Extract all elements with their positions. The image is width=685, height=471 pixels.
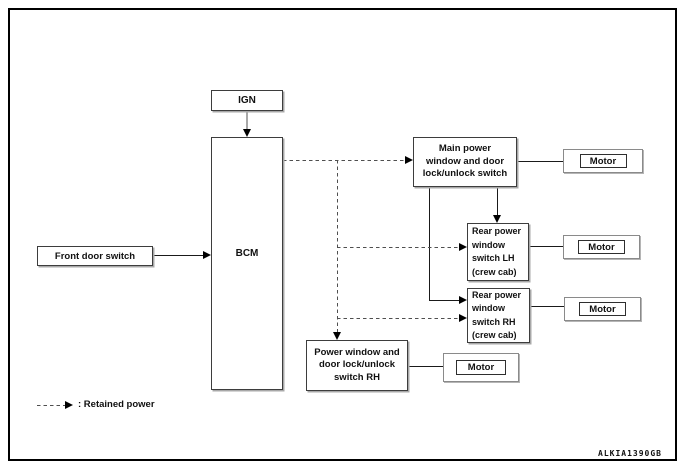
legend-arrow-icon bbox=[65, 401, 73, 409]
arrowhead-branch-to-rear-lh-icon bbox=[459, 243, 467, 251]
node-front-door-switch: Front door switch bbox=[37, 246, 153, 266]
wire-rear-rh-to-motor bbox=[530, 306, 571, 307]
motor-label: Motor bbox=[579, 154, 627, 168]
wire-main-switch-to-motor bbox=[517, 161, 572, 162]
wire-front-door-to-bcm bbox=[153, 255, 203, 256]
figure-code: ALKIA1390GB bbox=[598, 449, 662, 458]
wire-main-switch-to-rear-lh bbox=[497, 187, 498, 215]
motor-label: Motor bbox=[578, 240, 625, 254]
wire-ign-to-bcm bbox=[246, 111, 248, 130]
dashed-wire-bcm-to-main-switch bbox=[283, 160, 405, 161]
arrowhead-main-switch-to-rear-lh-icon bbox=[493, 215, 501, 223]
dashed-wire-branch-to-rear-lh bbox=[337, 247, 459, 248]
node-main-power-window-switch: Main power window and door lock/unlock s… bbox=[413, 137, 517, 187]
arrowhead-main-switch-to-rear-rh-icon bbox=[459, 296, 467, 304]
node-power-window-door-lock-switch-rh: Power window and door lock/unlock switch… bbox=[306, 340, 408, 391]
wire-rear-lh-to-motor bbox=[529, 246, 570, 247]
motor-label: Motor bbox=[456, 360, 506, 375]
motor-label: Motor bbox=[579, 302, 626, 316]
arrowhead-branch-to-rear-rh-icon bbox=[459, 314, 467, 322]
arrowhead-ign-to-bcm-icon bbox=[243, 129, 251, 137]
wire-main-switch-to-rear-rh-vertical bbox=[429, 187, 430, 300]
node-rear-power-window-switch-lh: Rear power window switch LH (crew cab) bbox=[467, 223, 529, 281]
legend-label: : Retained power bbox=[78, 399, 155, 410]
motor-box-rear-rh: Motor bbox=[564, 297, 641, 321]
dashed-wire-branch-to-rear-rh bbox=[337, 318, 459, 319]
arrowhead-bcm-to-main-switch-icon bbox=[405, 156, 413, 164]
arrowhead-front-door-to-bcm-icon bbox=[203, 251, 211, 259]
wire-pw-switch-rh-to-motor bbox=[408, 366, 449, 367]
node-ign: IGN bbox=[211, 90, 283, 111]
node-rear-power-window-switch-rh: Rear power window switch RH (crew cab) bbox=[467, 288, 530, 343]
dashed-wire-branch-vertical bbox=[337, 160, 338, 332]
wire-main-switch-to-rear-rh-horizontal bbox=[429, 300, 459, 301]
arrowhead-branch-to-pw-switch-rh-icon bbox=[333, 332, 341, 340]
node-bcm: BCM bbox=[211, 137, 283, 390]
legend-dashed-line bbox=[37, 405, 65, 406]
motor-box-front-rh: Motor bbox=[443, 353, 519, 382]
motor-box-main: Motor bbox=[563, 149, 643, 173]
motor-box-rear-lh: Motor bbox=[563, 235, 640, 259]
